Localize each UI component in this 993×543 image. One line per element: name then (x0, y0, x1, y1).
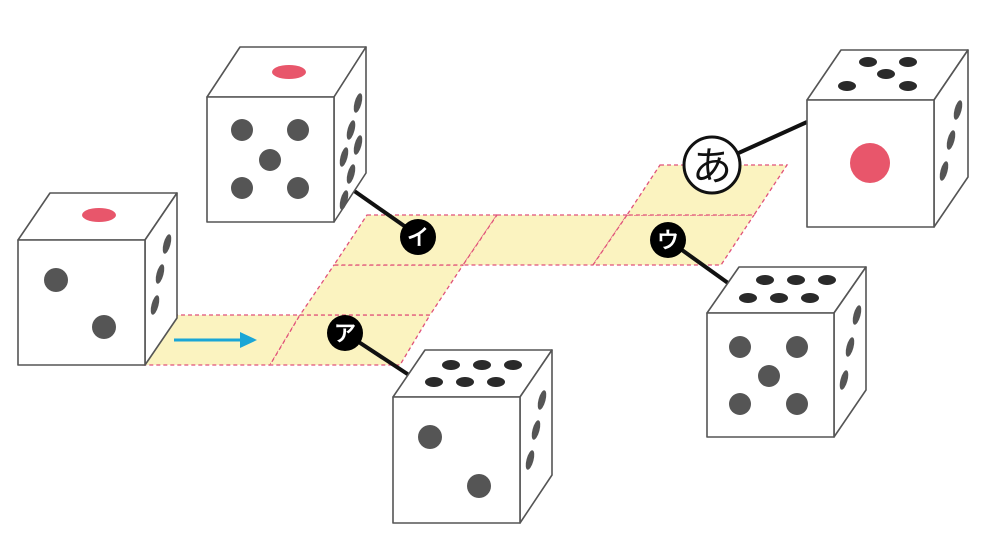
pip-front-face (758, 365, 780, 387)
label-a: ア (327, 315, 363, 351)
pip-front-face (231, 177, 253, 199)
pip-top-face (787, 275, 805, 285)
pip-top-face (899, 81, 917, 91)
pip-side-face (346, 164, 356, 184)
pip-side-face (939, 161, 949, 181)
answer-label-text: あ (692, 144, 732, 190)
pip-top-face (739, 293, 757, 303)
pip-side-face (839, 370, 849, 390)
pip-side-face (946, 130, 956, 150)
label-u-text: ウ (657, 229, 679, 254)
answer-die (806, 49, 969, 228)
pip-side-face (339, 147, 349, 167)
pip-side-face (531, 420, 541, 440)
start-die (17, 192, 178, 366)
pip-front-face (467, 474, 491, 498)
pip-top-face (818, 275, 836, 285)
pip-top-face (877, 69, 895, 79)
pip-side-face (339, 190, 349, 210)
pip-front-face (44, 268, 68, 292)
pip-front-face (786, 393, 808, 415)
pip-top-face (425, 377, 443, 387)
pip-side-face (953, 100, 963, 120)
pip-top-face (82, 208, 116, 222)
pip-front-face (850, 143, 890, 183)
pip-side-face (162, 234, 172, 254)
die-i (206, 46, 367, 223)
pip-front-face (259, 149, 281, 171)
pip-front-face (729, 336, 751, 358)
pip-side-face (346, 120, 356, 140)
pip-top-face (442, 360, 460, 370)
pip-side-face (525, 450, 535, 470)
pip-side-face (150, 295, 160, 315)
label-a-text: ア (334, 322, 356, 347)
pip-top-face (456, 377, 474, 387)
pip-side-face (353, 135, 363, 155)
pip-top-face (859, 57, 877, 67)
pip-top-face (770, 293, 788, 303)
answer-label: あ (682, 135, 742, 195)
pip-top-face (838, 81, 856, 91)
label-i: イ (400, 219, 436, 255)
pip-side-face (353, 93, 363, 113)
pip-front-face (231, 119, 253, 141)
pip-top-face (272, 65, 306, 79)
pip-side-face (852, 305, 862, 325)
pip-front-face (92, 315, 116, 339)
pip-front-face (287, 119, 309, 141)
die-a (392, 349, 553, 524)
die-u (706, 266, 867, 438)
path-square (298, 264, 465, 316)
label-u: ウ (650, 222, 686, 258)
pip-top-face (473, 360, 491, 370)
label-i-text: イ (407, 226, 429, 251)
pip-top-face (756, 275, 774, 285)
pip-top-face (487, 377, 505, 387)
pip-side-face (845, 337, 855, 357)
pip-top-face (504, 360, 522, 370)
pip-side-face (537, 390, 547, 410)
move-direction-arrow (174, 332, 257, 348)
pip-front-face (287, 177, 309, 199)
pip-top-face (899, 57, 917, 67)
pip-front-face (418, 425, 442, 449)
pip-front-face (786, 336, 808, 358)
pip-side-face (155, 264, 165, 284)
pip-top-face (801, 293, 819, 303)
pip-front-face (729, 393, 751, 415)
